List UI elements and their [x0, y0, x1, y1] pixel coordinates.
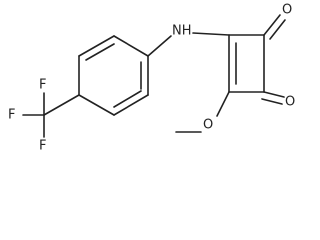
f-top-label: F [39, 78, 46, 93]
trifluoromethyl-group [22, 92, 80, 138]
chemical-structure-diagram: NH O O O F F F [8, 3, 295, 154]
cyclobutene-ring [228, 34, 265, 93]
o-lower-label: O [285, 95, 295, 110]
carbonyl-upper [263, 14, 286, 40]
f-bottom-label: F [39, 139, 46, 154]
benzene-ring [78, 35, 149, 116]
o-upper-label: O [282, 3, 292, 18]
amine-linker [147, 32, 230, 57]
nh-label: NH [172, 24, 192, 39]
carbonyl-lower [261, 91, 285, 105]
o-methoxy-label: O [203, 118, 213, 133]
methoxy-group [175, 91, 230, 133]
f-left-label: F [8, 108, 15, 123]
